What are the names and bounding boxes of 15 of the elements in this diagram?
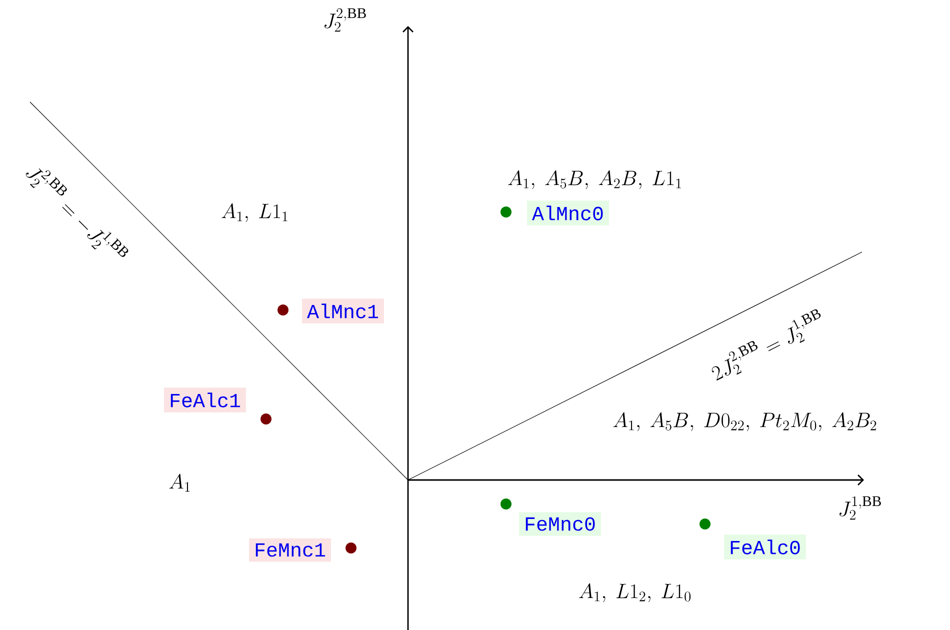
region-label: $A_1,\ L1_1$ (222, 203, 288, 222)
point-label: FeMnc0 (519, 512, 602, 536)
point-label: AlMnc0 (527, 200, 610, 226)
axis-label: $J_2^{1,\mathrm{BB}}$ (840, 496, 881, 520)
point-label: FeAlc1 (164, 388, 246, 412)
point-label: AlMnc1 (302, 298, 384, 324)
axis-label: $J_2^{2,\mathrm{BB}}$ (324, 8, 366, 32)
point-label: FeMnc1 (249, 538, 331, 562)
boundary-label: $2J_2^{2,\mathrm{BB}} = J_2^{1,\mathrm{BB}}$ (712, 309, 821, 381)
region-label: $A_1,\ A_5B,\ D0_{22},\ Pt_2M_0,\ A_2B_2$ (613, 412, 876, 432)
point-label: FeAlc0 (724, 534, 806, 560)
region-label: $A_1$ (169, 474, 190, 492)
boundary-label: $J_2^{2,\mathrm{BB}} = -J_2^{1,\mathrm{BB}}$ (26, 168, 128, 257)
region-label: $A_1,\ L1_2,\ L1_0$ (579, 583, 691, 602)
region-label: $A_1,\ A_5B,\ A_2B,\ L1_1$ (508, 170, 681, 190)
